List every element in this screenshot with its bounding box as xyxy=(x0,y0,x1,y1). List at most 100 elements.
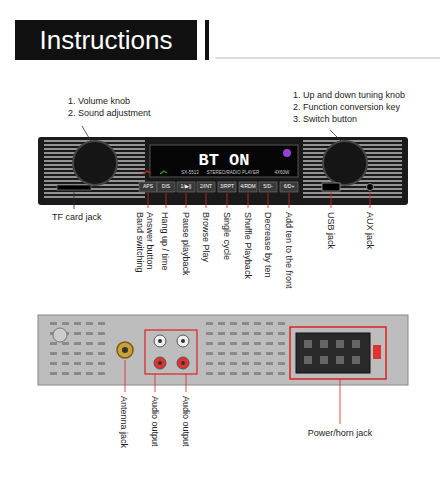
grille xyxy=(44,141,402,197)
vent xyxy=(86,322,93,325)
vent xyxy=(74,322,81,325)
pin xyxy=(304,356,312,364)
model-text: 4X60W xyxy=(275,170,290,175)
button-function-label: Pause playback xyxy=(181,212,191,276)
button-label: 2/INT xyxy=(200,184,212,190)
leader-line xyxy=(331,192,332,208)
vent xyxy=(74,362,81,365)
panel-button xyxy=(177,182,195,192)
leader-line xyxy=(125,360,126,392)
panel-button xyxy=(197,182,215,192)
panel-button xyxy=(139,182,157,192)
display xyxy=(150,145,298,177)
vent xyxy=(230,332,237,335)
vent xyxy=(218,362,225,365)
power-outline xyxy=(290,327,386,379)
pin xyxy=(320,340,328,348)
vent xyxy=(218,322,225,325)
model-text: STEREO/RADIO PLAYER xyxy=(207,170,260,175)
vent xyxy=(206,332,213,335)
vent xyxy=(266,322,273,325)
vent xyxy=(230,362,237,365)
display-dot xyxy=(283,149,291,157)
panel-button xyxy=(280,182,298,192)
callout: 1. Up and down tuning knob xyxy=(293,90,405,100)
leader-line xyxy=(289,193,290,208)
grille-line xyxy=(44,196,145,198)
vent xyxy=(242,342,249,345)
aux-port xyxy=(367,184,374,191)
pins xyxy=(304,340,360,364)
pin xyxy=(352,340,360,348)
rca-outline xyxy=(145,330,197,374)
button-label: APS xyxy=(143,184,153,190)
leader-line xyxy=(186,193,187,208)
part-label: Power/horn jack xyxy=(308,428,373,438)
part-label: USB jack xyxy=(326,212,336,249)
title-rule xyxy=(215,58,440,59)
vent xyxy=(86,332,93,335)
antenna-jack-core xyxy=(122,347,128,353)
front-panel xyxy=(38,137,408,205)
vent xyxy=(98,332,105,335)
button-label: 6/D+ xyxy=(284,184,295,190)
vent xyxy=(278,372,285,375)
tf-slot xyxy=(57,185,91,190)
grille-line xyxy=(303,188,402,190)
title-band: Instructions xyxy=(15,20,197,60)
button-label: DIS xyxy=(162,184,170,190)
part-label: TF card jack xyxy=(52,212,102,222)
callout: 3. Switch button xyxy=(293,114,357,124)
vent xyxy=(50,362,57,365)
button-function-label: Shuffle Playback xyxy=(243,212,253,279)
vent xyxy=(206,372,213,375)
volume-knob xyxy=(73,141,117,185)
button-function-label: Answer button Band switching xyxy=(134,212,155,284)
button-label: 4/RDM xyxy=(240,184,256,190)
grille-line xyxy=(44,192,145,194)
callout: 2. Sound adjustment xyxy=(68,108,151,118)
vent xyxy=(242,362,249,365)
vent xyxy=(62,372,69,375)
panel-button xyxy=(259,182,277,192)
callout: 2. Function conversion key xyxy=(293,102,400,112)
vent xyxy=(62,342,69,345)
vent xyxy=(98,362,105,365)
vent xyxy=(98,372,105,375)
leader-line xyxy=(340,379,341,424)
vent xyxy=(86,352,93,355)
vent xyxy=(50,322,57,325)
leader-line xyxy=(74,191,75,209)
callout: 1. Volume knob xyxy=(68,96,130,106)
vent xyxy=(278,322,285,325)
button-function-label: Browse Play xyxy=(201,212,211,262)
vent xyxy=(50,342,57,345)
pin xyxy=(320,356,328,364)
leader-line xyxy=(166,193,167,208)
vent xyxy=(218,342,225,345)
vent xyxy=(74,342,81,345)
title: Instructions xyxy=(40,25,173,56)
vent xyxy=(278,362,285,365)
button-label: 3/RPT xyxy=(220,184,234,190)
vent xyxy=(230,352,237,355)
vent xyxy=(86,372,93,375)
vent xyxy=(254,362,261,365)
vent xyxy=(266,352,273,355)
leader-line xyxy=(206,193,207,208)
pin xyxy=(336,356,344,364)
hangup-icon xyxy=(160,171,167,174)
vent xyxy=(278,332,285,335)
vent xyxy=(254,332,261,335)
pin xyxy=(336,340,344,348)
vent xyxy=(254,352,261,355)
vent xyxy=(206,342,213,345)
vent xyxy=(254,372,261,375)
tuning-knob xyxy=(323,141,367,185)
vent xyxy=(98,342,105,345)
button-function-label: Add ten to the front xyxy=(284,212,294,289)
leader-line xyxy=(227,193,228,208)
vent xyxy=(74,352,81,355)
antenna-jack xyxy=(117,342,133,358)
part-label: Audio output xyxy=(181,396,191,447)
